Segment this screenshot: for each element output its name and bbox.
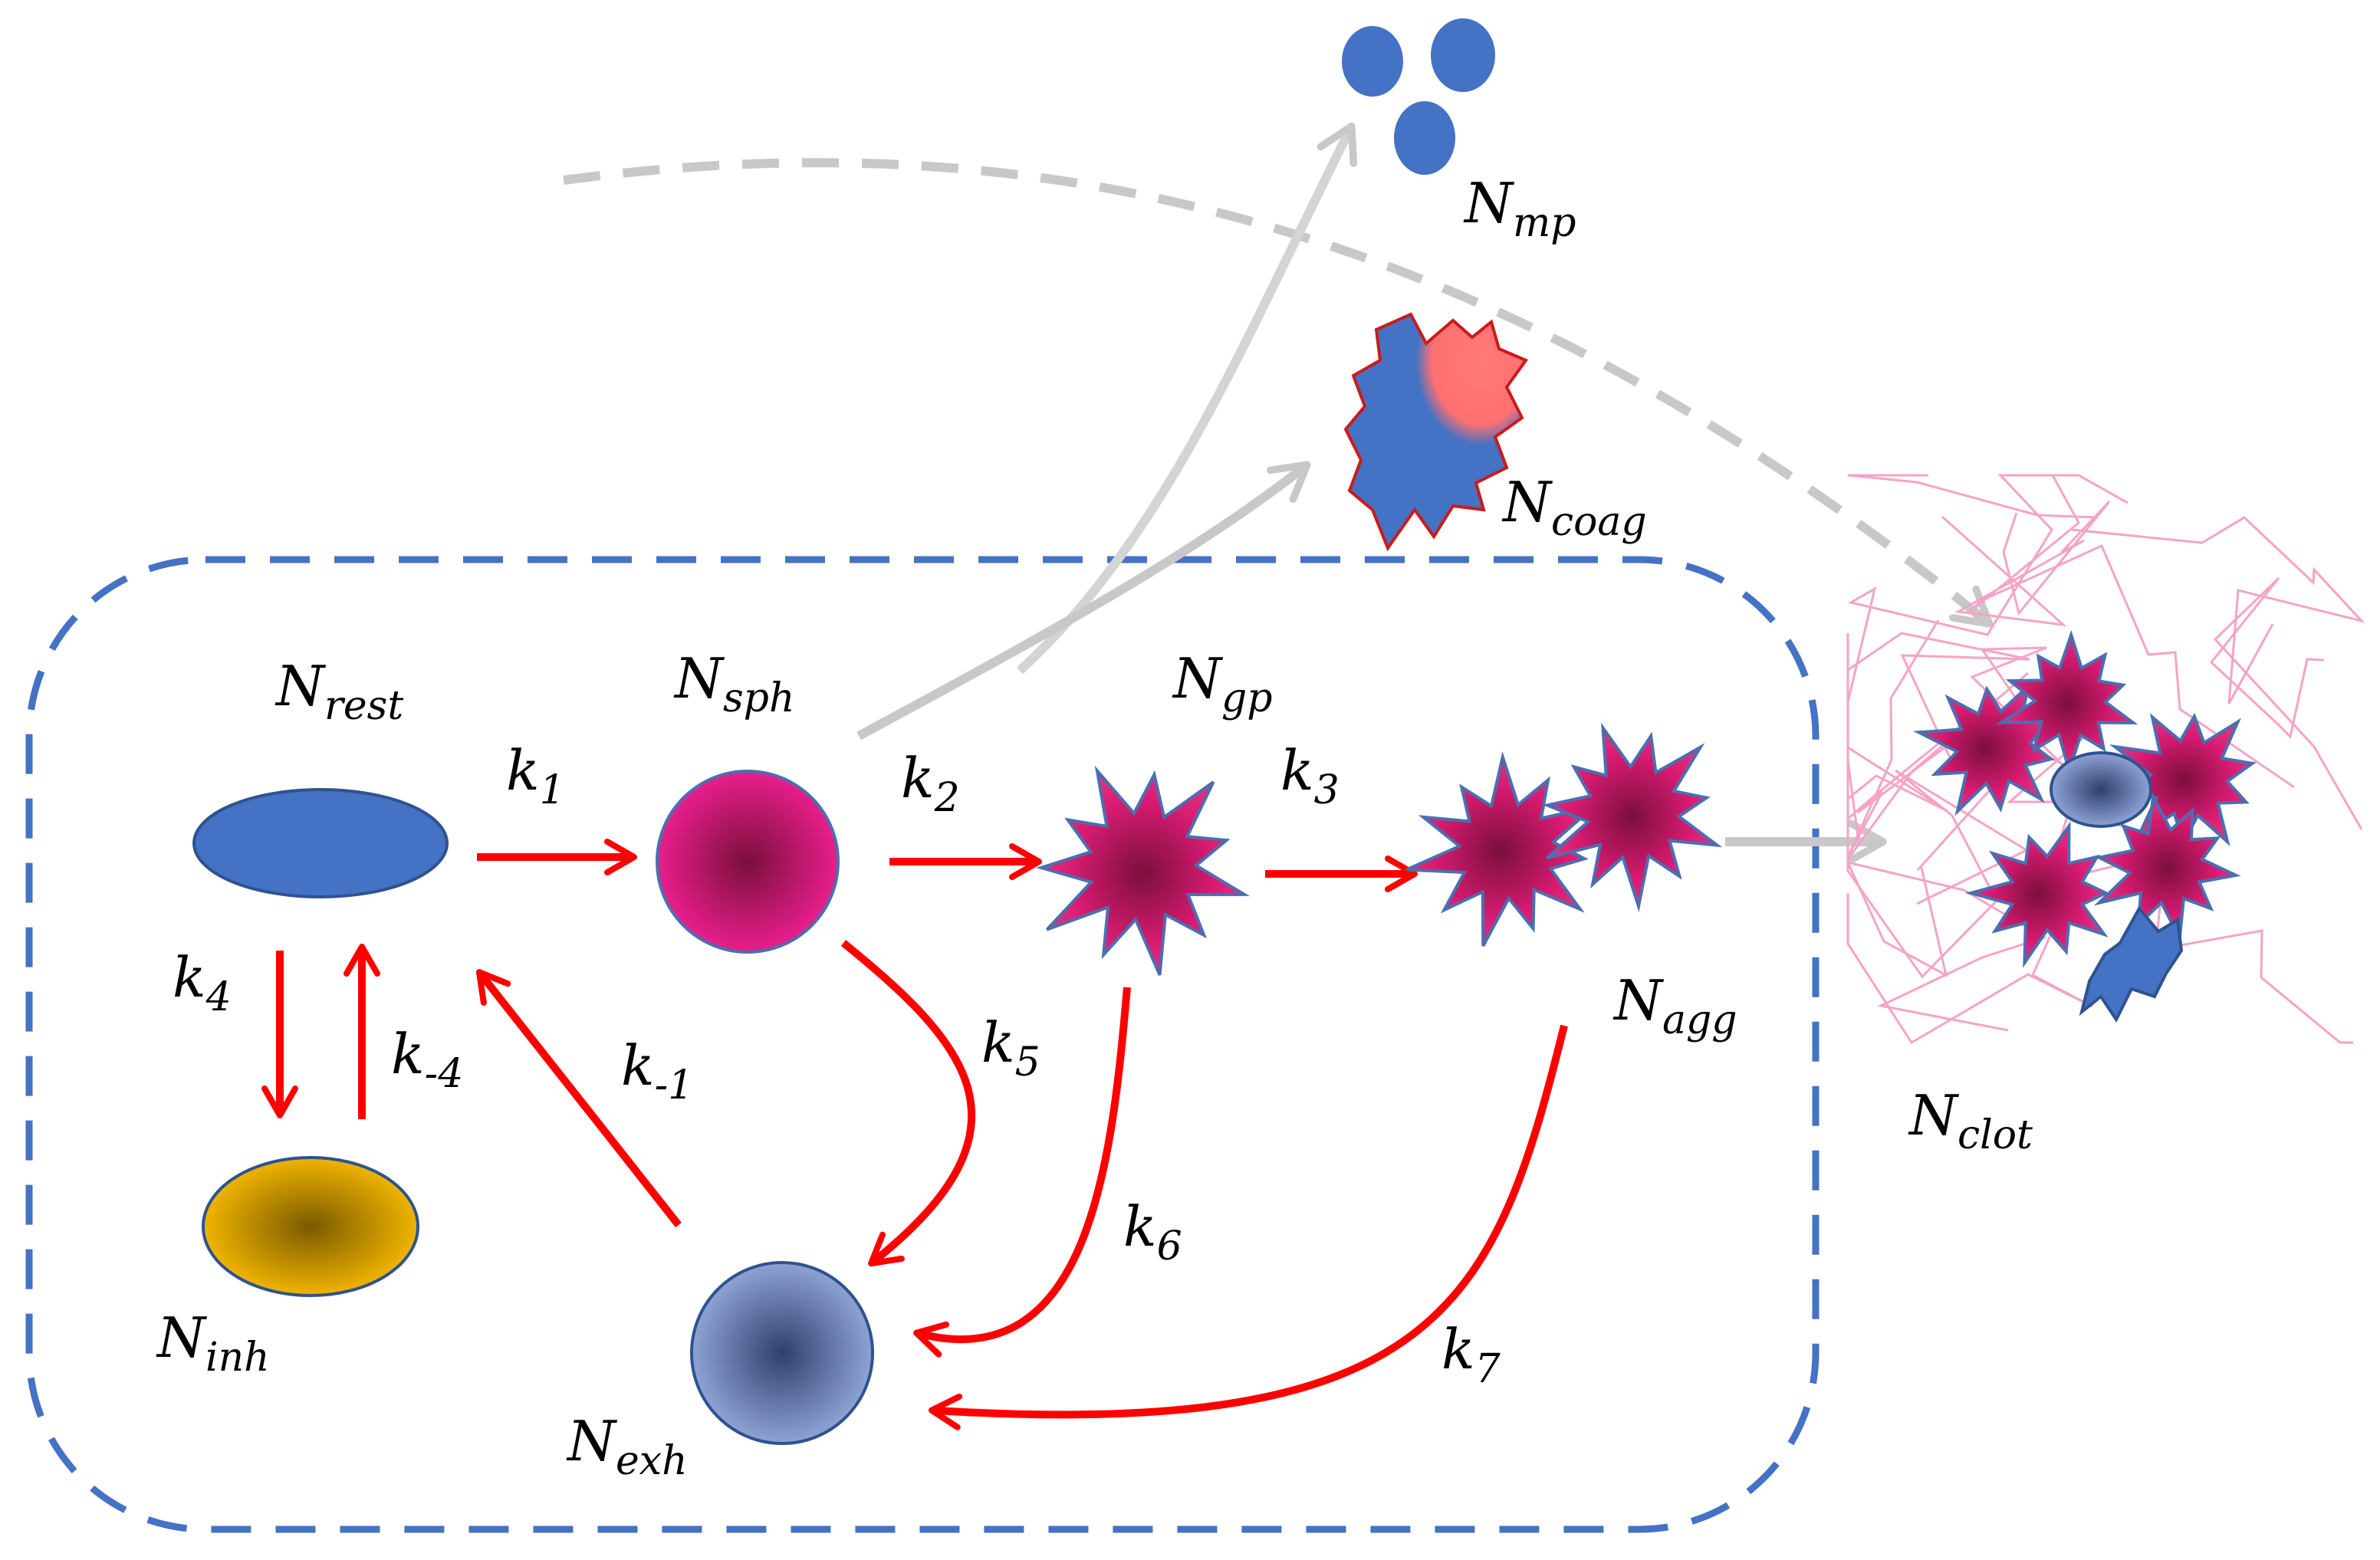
fibrin-strand <box>2209 576 2363 830</box>
label-n-clot: Nclot <box>1908 1083 2033 1158</box>
compartment-border <box>25 556 1820 1533</box>
label-n-agg: Nagg <box>1612 968 1737 1043</box>
fibrin-strand <box>1846 860 2047 1032</box>
arrow-sph-to-mp <box>1016 122 1358 675</box>
resting-platelet-icon <box>192 788 449 898</box>
arrow-sph-to-coag <box>856 461 1311 741</box>
label-k6: k6 <box>1123 1194 1182 1269</box>
spherical-platelet-icon <box>656 770 840 954</box>
label-n-rest: Nrest <box>274 654 403 729</box>
arrow-to-clot-dashed <box>563 158 1994 628</box>
label-n-gp: Ngp <box>1172 646 1273 721</box>
inhibited-platelet-icon <box>202 1156 419 1297</box>
label-n-mp: Nmp <box>1463 171 1576 246</box>
label-k-4: k-4 <box>391 1022 463 1097</box>
label-n-exh: Nexh <box>566 1409 688 1484</box>
label-k1: k1 <box>506 738 565 813</box>
arrow-k-1 <box>475 969 682 1228</box>
label-n-sph: Nsph <box>673 646 794 721</box>
label-k2: k2 <box>901 746 960 821</box>
clot-platelet-icon <box>2093 792 2241 944</box>
label-k5: k5 <box>981 1010 1040 1085</box>
aggregated-platelet-icon <box>1405 751 1596 947</box>
arrow-k5 <box>840 940 976 1267</box>
fibrin-strand <box>1967 475 2295 789</box>
aggregated-platelet-icon <box>1542 722 1723 913</box>
clot-platelet-icon <box>1964 821 2110 968</box>
clot-icon <box>1846 474 2365 1045</box>
arrow-k6 <box>913 987 1131 1358</box>
fibrin-strand <box>1846 875 2093 1045</box>
clot-platelet-icon <box>1996 629 2138 777</box>
fibrin-strand <box>1846 632 2030 822</box>
label-k7: k7 <box>1441 1317 1501 1392</box>
label-n-inh: Ninh <box>156 1305 270 1381</box>
label-n-coag: Ncoag <box>1501 470 1647 545</box>
exhausted-platelet-icon <box>690 1261 874 1445</box>
coagulant-platelet-icon <box>1343 312 1529 552</box>
fibrin-strand <box>1847 474 2099 519</box>
arrow-k7 <box>929 1024 1568 1430</box>
microparticles-icon <box>1342 18 1495 175</box>
clot-coagulant-platelet-icon <box>2079 905 2184 1023</box>
label-k4: k4 <box>173 945 232 1020</box>
clot-exhausted-platelet-icon <box>2050 751 2152 828</box>
fibrin-strand <box>1941 500 2111 627</box>
glycoprotein-activated-platelet-icon <box>1036 765 1251 976</box>
label-k-1: k-1 <box>621 1033 693 1108</box>
label-k3: k3 <box>1280 738 1340 813</box>
fibrin-strand <box>2071 516 2365 704</box>
